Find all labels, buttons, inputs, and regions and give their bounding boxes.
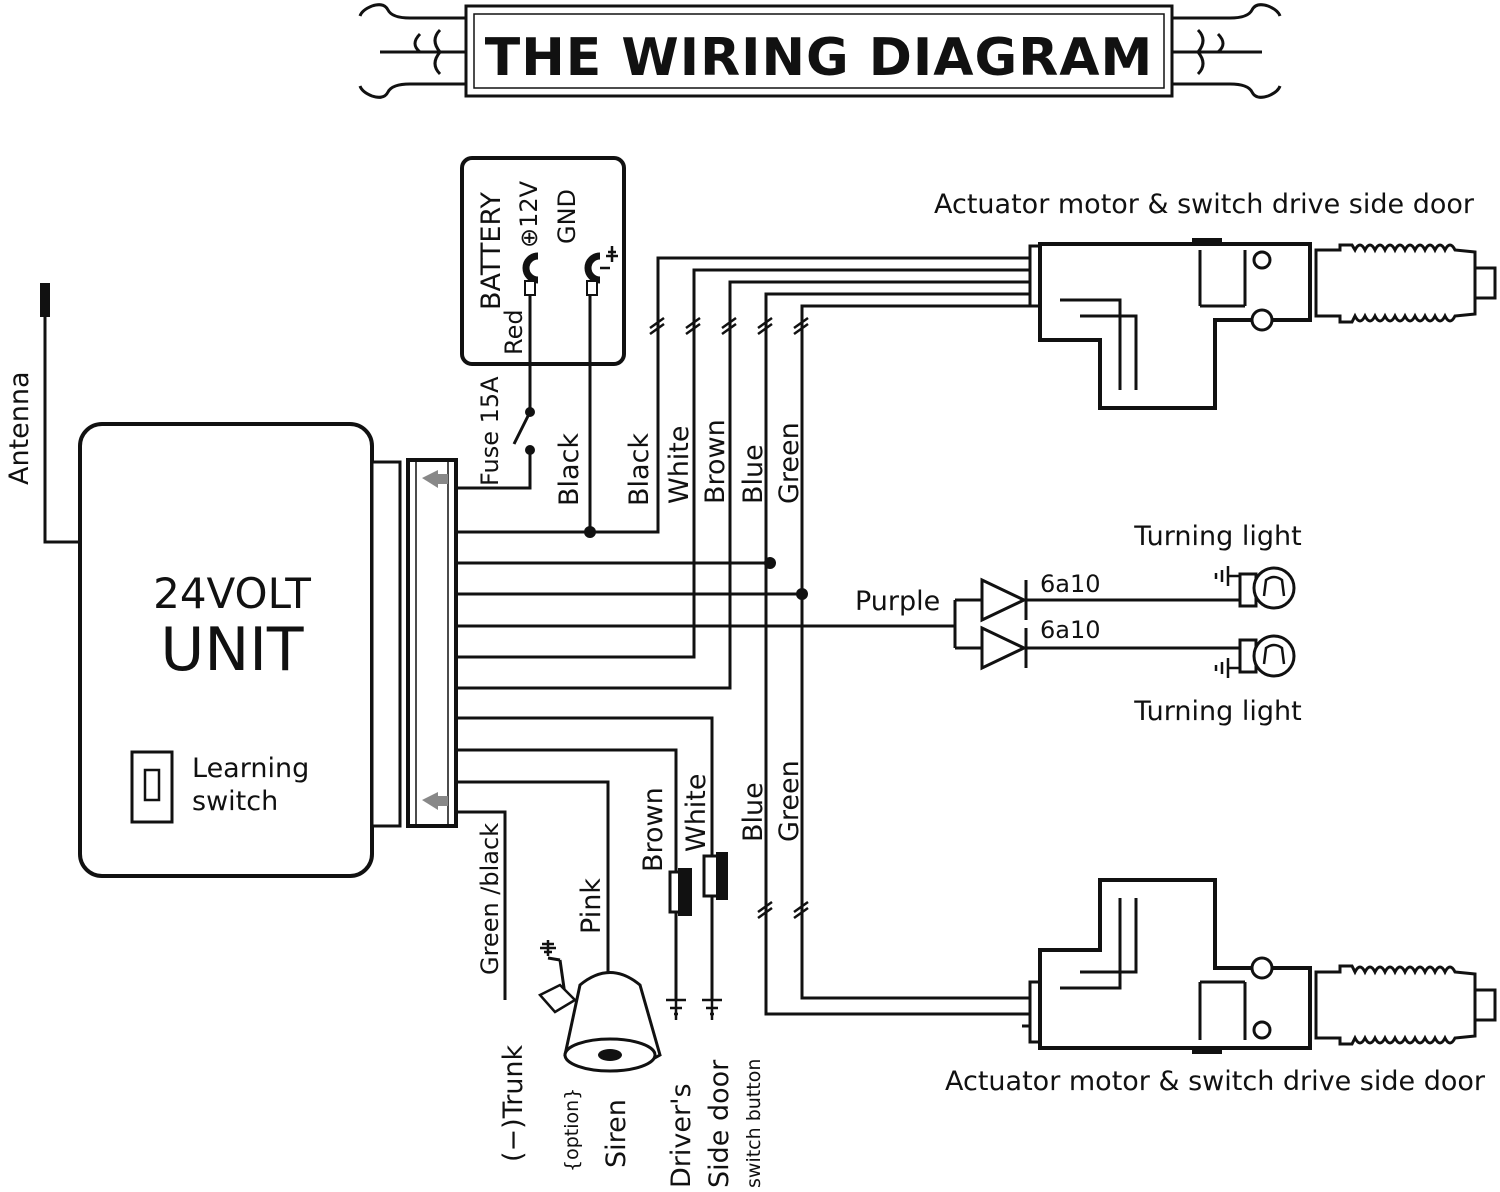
battery-red-label: Red [500,309,528,355]
unit-label-line2: UNIT [160,615,303,685]
actuator-bottom-label: Actuator motor & switch drive side door [945,1066,1486,1097]
battery-gnd-label: GND [553,189,581,244]
turning-light-top-label: Turning light [1133,521,1301,552]
blue-lower-label: Blue [738,782,769,842]
actuator-top-label: Actuator motor & switch drive side door [934,189,1475,220]
actuator-top: Actuator motor & switch drive side door [934,189,1497,410]
ground-terminal-icon [584,252,601,284]
diode-bottom-label: 6a10 [1040,616,1101,644]
white-wire-label: White [664,425,695,504]
antenna: Antenna [4,283,80,544]
left-flourish-icon [358,3,466,99]
title-banner: THE WIRING DIAGRAM [358,3,1282,99]
learning-switch-label-line2: switch [192,786,278,817]
connector-arrow-icon [422,470,448,488]
brown-wire-label: Brown [700,419,731,504]
pink-wire-label: Pink [576,878,607,934]
control-unit: 24VOLT UNIT Learning switch [78,422,458,878]
antenna-label: Antenna [4,371,35,485]
learning-switch-label-line1: Learning [192,753,309,784]
drivers-label: Driver's [666,1083,697,1188]
bellows-icon [1314,964,1477,1046]
power-wiring: Fuse 15A Black [456,295,596,538]
connector-arrow-icon [422,792,448,810]
fuse-icon [512,411,532,445]
diode-top-label: 6a10 [1040,570,1101,598]
bus-wires [456,256,1030,1000]
purple-wire-label: Purple [855,586,940,617]
right-flourish-icon [1172,3,1282,99]
turning-lights: Turning light Purple 6a10 6a10 Turning l… [855,521,1302,727]
bulb-icon [1214,634,1296,678]
switch-icon [143,768,161,802]
fuse-label: Fuse 15A [476,376,504,486]
battery-positive-label: ⊕12V [515,180,543,248]
door-switch-icon [666,852,728,1020]
brown-lower-label: Brown [638,787,669,872]
green-black-label: Green /black [476,823,504,975]
siren-label: Siren [601,1099,632,1168]
switch-button-label: switch button [743,1059,765,1188]
white-lower-label: White [681,773,712,852]
side-door-label: Side door [704,1059,735,1188]
trunk-label: (−)Trunk [498,1044,529,1162]
actuator-wires: Black White Brown Blue Green Blue Green [624,292,1030,1016]
antenna-icon [40,283,50,317]
blue-wire-label: Blue [738,444,769,504]
siren-option-label: {option} [561,1088,583,1172]
wire-break-marks [649,316,809,920]
battery-label: BATTERY [476,191,507,310]
bellows-icon [1314,243,1477,324]
siren-icon [537,932,662,1073]
learning-switch[interactable] [130,750,174,824]
lower-connections: Green /black (−)Trunk Pink {option} Sire… [476,773,765,1188]
black-wire-label-1: Black [554,433,585,506]
actuator-bottom: Actuator motor & switch drive side door [945,878,1497,1097]
positive-terminal-icon [522,252,539,284]
diode-icon [980,577,1028,623]
diagram-title: THE WIRING DIAGRAM [485,28,1153,88]
battery: BATTERY ⊕12V GND Red [460,156,626,366]
unit-label-line1: 24VOLT [153,569,311,618]
turning-light-bottom-label: Turning light [1133,696,1301,727]
green-lower-label: Green [774,760,805,842]
bulb-icon [1214,566,1296,610]
diode-icon [980,625,1028,671]
green-wire-label: Green [774,422,805,504]
black-wire-label-2: Black [624,433,655,506]
